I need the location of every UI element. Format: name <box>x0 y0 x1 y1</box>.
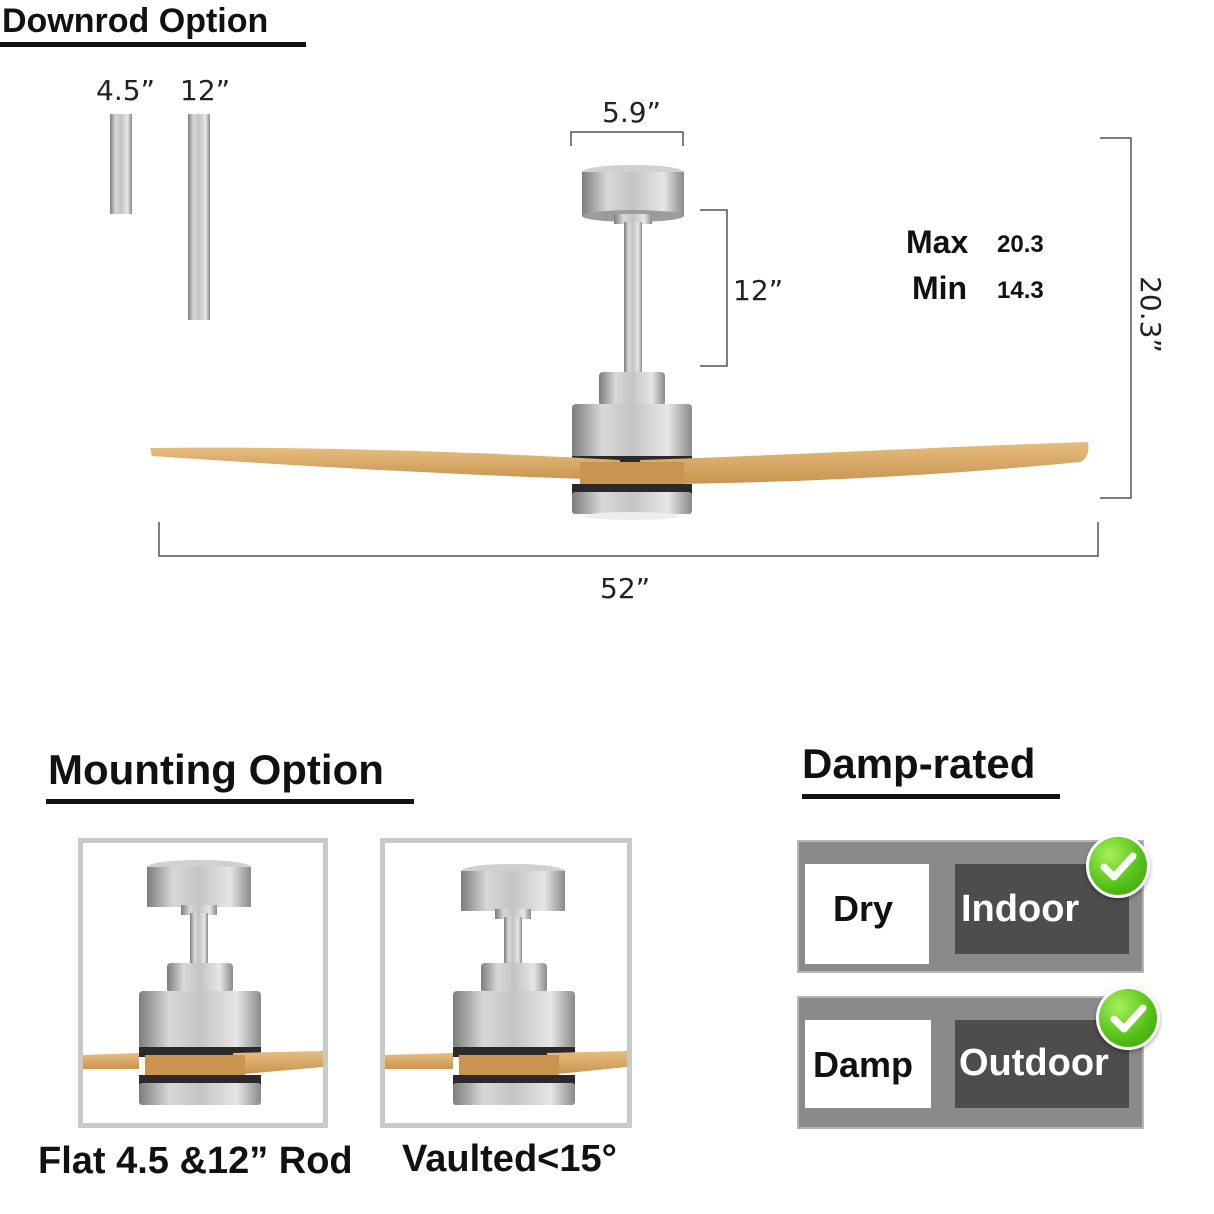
fan-canopy <box>582 172 684 216</box>
left-blade <box>150 447 620 480</box>
flat-mount-frame <box>78 838 328 1128</box>
vaulted-mount-frame <box>380 838 632 1128</box>
flat-mount-caption: Flat 4.5 &12” Rod <box>38 1140 353 1182</box>
damp-outdoor-rating: Damp Outdoor <box>797 996 1144 1129</box>
indoor-label: Indoor <box>961 888 1080 930</box>
height-bracket <box>1100 137 1132 499</box>
min-height-value: 14.3 <box>997 277 1044 304</box>
flat-mount-image <box>83 860 323 1105</box>
fan-light-kit <box>572 492 692 514</box>
dry-label: Dry <box>833 888 894 929</box>
check-icon <box>1086 834 1150 898</box>
total-height-label: 20.3” <box>1133 276 1167 353</box>
outdoor-label: Outdoor <box>959 1042 1109 1084</box>
right-blade <box>640 442 1089 484</box>
span-bracket <box>158 522 1099 557</box>
damp-label: Damp <box>813 1044 914 1085</box>
damp-title-underline <box>802 794 1060 799</box>
long-rod-label: 12” <box>180 74 231 107</box>
canopy-width-bracket <box>570 131 684 146</box>
fan-downrod <box>624 222 642 372</box>
short-downrod-image <box>110 114 132 214</box>
canopy-width-label: 5.9” <box>602 96 662 129</box>
vaulted-mount-image <box>385 864 627 1105</box>
rod-length-label: 12” <box>733 274 784 307</box>
downrod-title-underline <box>0 42 306 47</box>
rod-length-bracket <box>700 209 728 367</box>
fan-motor <box>572 404 692 460</box>
max-height-label: Max <box>906 224 969 260</box>
span-label: 52” <box>600 572 651 605</box>
max-height-value: 20.3 <box>997 231 1044 258</box>
long-downrod-image <box>188 114 210 320</box>
damp-rated-title: Damp-rated <box>802 740 1036 787</box>
downrod-option-title: Downrod Option <box>2 2 269 40</box>
fan-diagram <box>150 131 1132 557</box>
mounting-option-title: Mounting Option <box>48 746 384 793</box>
short-rod-label: 4.5” <box>96 74 156 107</box>
min-height-label: Min <box>912 270 968 306</box>
check-icon <box>1096 986 1160 1050</box>
mounting-title-underline <box>46 799 414 804</box>
vaulted-mount-caption: Vaulted<15° <box>402 1138 617 1180</box>
